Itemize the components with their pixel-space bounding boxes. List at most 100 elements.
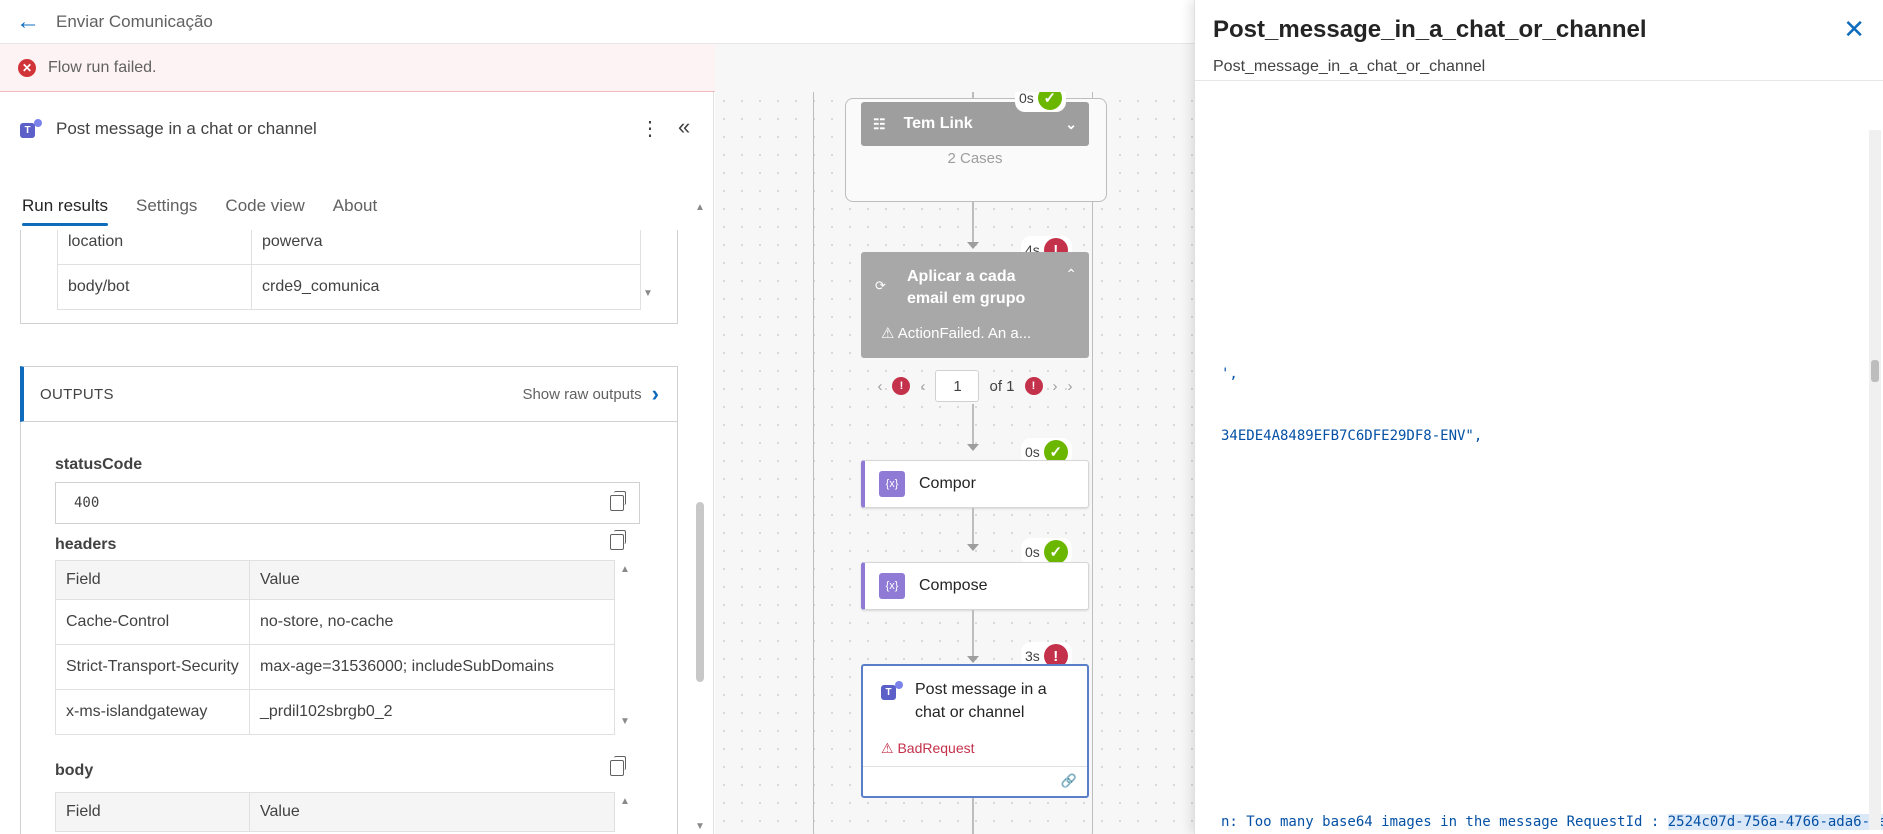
selected-request-id[interactable]: 2524c07d-756a-4766-ada6-5ebd9 [1667, 814, 1883, 830]
table-row: location powerva [57, 230, 641, 265]
duration-text: 0s [1025, 444, 1040, 460]
action-title: Post message in a chat or channel [56, 119, 317, 138]
error-exclamation-icon: ! [1024, 377, 1043, 395]
output-detail-panel: Post_message_in_a_chat_or_channel Post_m… [1194, 0, 1883, 834]
switch-icon: ☷ [873, 115, 886, 132]
tab-run-results[interactable]: Run results [22, 196, 108, 226]
chevron-up-icon[interactable]: ⌃ [1065, 266, 1077, 282]
compor-title: Compor [919, 475, 976, 492]
collapse-panel-icon[interactable]: « [678, 114, 691, 139]
inputs-table: location powerva body/bot crde9_comunica [57, 230, 641, 310]
divider [1195, 80, 1883, 81]
headers-label: headers [55, 536, 117, 553]
scroll-up-icon[interactable]: ▲ [620, 796, 630, 807]
close-icon[interactable]: ✕ [1843, 14, 1865, 44]
chevron-right-icon: › [651, 381, 659, 406]
post-message-error: ⚠ BadRequest [881, 740, 975, 757]
prev-iteration-icon[interactable]: ‹ [920, 377, 926, 395]
show-raw-outputs-link[interactable]: Show raw outputs › [522, 381, 659, 407]
iteration-total: of 1 [989, 377, 1015, 395]
iteration-number[interactable]: 1 [935, 370, 980, 402]
header-field: Cache-Control [56, 600, 250, 644]
status-code-value-box: 400 [55, 482, 640, 524]
headers-table: Field Value Cache-Control no-store, no-c… [55, 560, 615, 735]
duration-text: 3s [1025, 648, 1040, 664]
header-field: Strict-Transport-Security [56, 645, 250, 689]
switch-cases: 2 Cases [947, 150, 1003, 167]
code-line-error[interactable]: n: Too many base64 images in the message… [1221, 814, 1883, 830]
panel-title: Post_message_in_a_chat_or_channel [1213, 16, 1647, 43]
body-label: body [55, 762, 94, 779]
run-duration-badge: 0s ✓ [1015, 92, 1066, 112]
warning-icon: ⚠ [881, 325, 895, 342]
status-code-value: 400 [74, 495, 100, 511]
status-code-label: statusCode [55, 456, 143, 473]
card-footer: 🔗 [863, 766, 1087, 796]
tab-about[interactable]: About [332, 196, 378, 215]
table-header-row: Field Value [55, 792, 615, 832]
outputs-body [20, 422, 678, 834]
code-line: ', [1221, 366, 1238, 382]
foreach-card[interactable]: ⟳ Aplicar a cada email em grupo ⌃ ⚠ Acti… [861, 252, 1089, 358]
error-exclamation-icon: ! [892, 377, 911, 395]
compose-card[interactable]: {x} Compose [861, 562, 1089, 610]
flow-title: Enviar Comunicação [56, 11, 213, 31]
run-results-content[interactable]: location powerva body/bot crde9_comunica… [0, 230, 714, 834]
compose-icon: {x} [879, 471, 905, 497]
table-row: body/bot crde9_comunica [57, 265, 641, 310]
success-check-icon: ✓ [1037, 92, 1062, 110]
run-duration-badge: 0s ✓ [1021, 538, 1072, 566]
raw-link-label: Show raw outputs [522, 385, 642, 403]
iteration-pager: ‹ ! ‹ 1 of 1 ! › › [861, 368, 1089, 404]
post-message-card[interactable]: T Post message in a chat or channel ⚠ Ba… [861, 664, 1089, 798]
flow-canvas[interactable]: ☷ Tem Link ⌄ 2 Cases 0s ✓ 4s ! ⟳ Aplicar… [715, 92, 1194, 834]
duration-text: 0s [1025, 544, 1040, 560]
column-header-value: Value [260, 803, 300, 820]
tab-code-view[interactable]: Code view [225, 196, 305, 215]
post-error-text: BadRequest [897, 740, 975, 756]
duration-text: 0s [1019, 92, 1034, 106]
teams-icon: T [20, 118, 42, 140]
copy-icon[interactable] [610, 530, 626, 550]
tab-settings[interactable]: Settings [135, 196, 198, 215]
scroll-up-icon[interactable]: ▲ [620, 564, 630, 575]
banner-message: Flow run failed. [48, 58, 157, 76]
compose-title: Compose [919, 577, 988, 594]
foreach-error: ⚠ ActionFailed. An a... [881, 324, 1031, 342]
action-header: T Post message in a chat or channel [20, 118, 317, 140]
outputs-header: OUTPUTS Show raw outputs › [20, 366, 678, 422]
panel-scrollbar[interactable]: ▲ ▼ [695, 202, 705, 832]
column-header-value: Value [260, 571, 300, 588]
header-field: x-ms-islandgateway [56, 690, 250, 734]
scroll-down-icon[interactable]: ▼ [620, 716, 630, 727]
foreach-title: Aplicar a cada email em grupo [907, 268, 1026, 307]
scope-outline [813, 92, 1093, 834]
input-value: crde9_comunica [262, 278, 380, 295]
copy-icon[interactable] [610, 491, 626, 511]
table-row: x-ms-islandgateway _prdil102sbrgb0_2 [55, 690, 615, 735]
next-error-icon[interactable]: › [1067, 377, 1073, 395]
warning-icon: ⚠ [881, 740, 894, 756]
next-iteration-icon[interactable]: › [1052, 377, 1058, 395]
input-key: location [58, 230, 252, 264]
error-circle-icon: ✕ [18, 58, 36, 77]
outputs-title: OUTPUTS [40, 385, 114, 403]
more-options-icon[interactable]: ⋮ [640, 118, 660, 140]
link-icon[interactable]: 🔗 [1060, 773, 1077, 788]
body-table: Field Value [55, 792, 615, 832]
back-arrow-icon[interactable]: ← [16, 7, 40, 35]
teams-icon: T [881, 680, 903, 702]
header-value: _prdil102sbrgb0_2 [260, 703, 393, 720]
error-message-text: n: Too many base64 images in the message… [1221, 814, 1668, 830]
column-header-field: Field [56, 793, 250, 831]
scroll-down-icon[interactable]: ▼ [643, 288, 653, 299]
success-check-icon: ✓ [1043, 540, 1068, 564]
copy-icon[interactable] [610, 756, 626, 776]
input-value: powerva [262, 233, 323, 250]
compor-card[interactable]: {x} Compor [861, 460, 1089, 508]
chevron-down-icon[interactable]: ⌄ [1065, 115, 1077, 132]
output-scrollbar[interactable] [1869, 130, 1881, 830]
column-header-field: Field [56, 561, 250, 599]
prev-error-icon[interactable]: ‹ [877, 377, 883, 395]
